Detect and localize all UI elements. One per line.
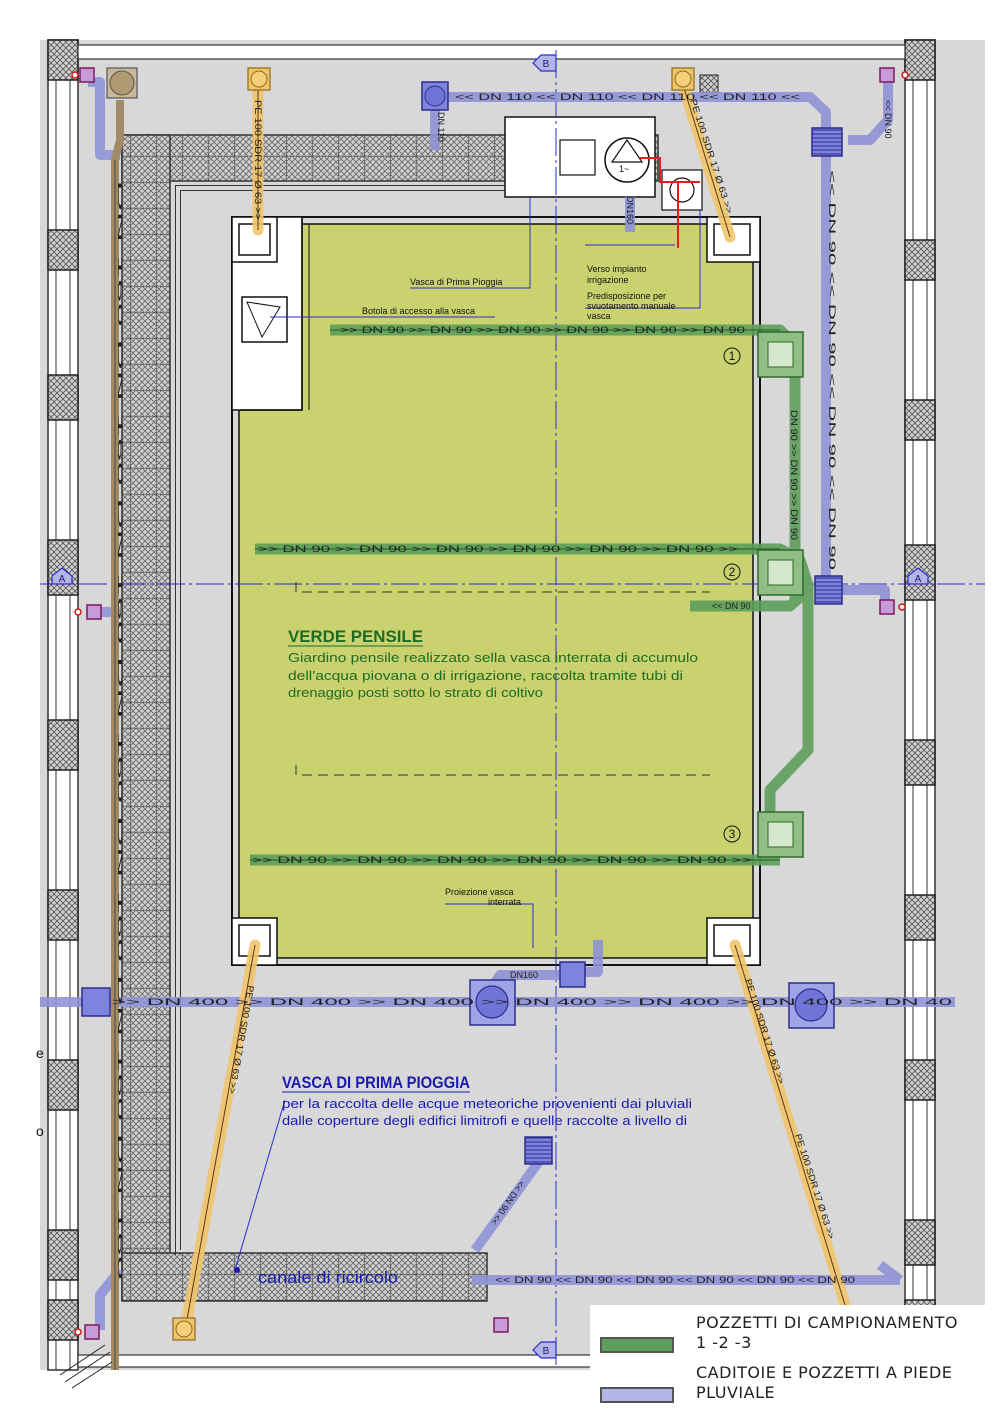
pipe-label-pe-left-top: PE 100 SDR 17 Ø 63 >> bbox=[253, 100, 263, 220]
sampling-number-3: 3 bbox=[729, 827, 736, 841]
label-predisposizione-2: svuotamento manuale bbox=[587, 301, 676, 311]
legend: POZZETTI DI CAMPIONAMENTO 1 -2 -3 CADITO… bbox=[590, 1305, 1000, 1415]
pipe-label-dn90-vertical: << DN 90 << DN 90 << DN 90 << DN 90 bbox=[827, 170, 837, 570]
canale-label-group: canale di ricircolo bbox=[234, 1267, 398, 1287]
pipe-label-dn90-short: << DN 90 bbox=[712, 601, 751, 611]
label-vasca-prima-pioggia: Vasca di Prima Pioggia bbox=[410, 277, 502, 287]
tiled-border bbox=[121, 134, 659, 1302]
pipe-label-dn90-green-vertical: DN 90 >> DN 90 >> DN 90 bbox=[789, 410, 799, 540]
verde-pensile-note: VERDE PENSILE Giardino pensile realizzat… bbox=[288, 627, 698, 700]
red-dots bbox=[71, 71, 909, 1336]
sampling-centerlines bbox=[250, 329, 780, 861]
verde-pensile-title: VERDE PENSILE bbox=[288, 627, 423, 646]
left-edge-text-2: o bbox=[36, 1123, 44, 1139]
legend-label-sampling: POZZETTI DI CAMPIONAMENTO 1 -2 -3 bbox=[696, 1313, 959, 1352]
pump-room bbox=[504, 116, 703, 211]
callout-leaders bbox=[234, 197, 701, 1271]
legend-item-downpipe: CADITOIE E POZZETTI A PIEDE PLUVIALE bbox=[590, 1363, 996, 1403]
irrigation-centerlines bbox=[185, 84, 846, 1326]
section-markers bbox=[51, 54, 929, 1359]
canale-label: canale di ricircolo bbox=[258, 1268, 398, 1287]
section-marker-a-left: A bbox=[59, 574, 66, 585]
vasca-prima-pioggia-note: VASCA DI PRIMA PIOGGIA per la raccolta d… bbox=[282, 1073, 692, 1128]
vasca-note-line-1: per la raccolta delle acque meteoriche p… bbox=[282, 1096, 692, 1111]
bottom-left-ticks bbox=[59, 1344, 113, 1389]
section-marker-labels: B B A A bbox=[59, 59, 922, 1357]
pipe-label-dn110-vertical: DN 110 bbox=[436, 112, 446, 142]
legend-item-sampling: POZZETTI DI CAMPIONAMENTO 1 -2 -3 bbox=[590, 1313, 996, 1353]
green-roof bbox=[231, 216, 761, 966]
pipe-label-dn90-row2: >> DN 90 >> DN 90 >> DN 90 >> DN 90 >> D… bbox=[258, 544, 738, 554]
label-verso-impianto-1: Verso impianto bbox=[587, 264, 647, 274]
section-marker-a-right: A bbox=[915, 574, 922, 585]
label-botola: Botola di accesso alla vasca bbox=[362, 306, 475, 316]
left-edge-text-1: e bbox=[36, 1045, 44, 1061]
pipe-label-dn110: << DN 110 << DN 110 << DN 110 << DN 110 … bbox=[455, 92, 800, 102]
section-marker-b-top: B bbox=[543, 59, 550, 70]
label-verso-impianto-2: irrigazione bbox=[587, 275, 629, 285]
legend-label-downpipe: CADITOIE E POZZETTI A PIEDE PLUVIALE bbox=[696, 1363, 953, 1402]
red-lines bbox=[640, 157, 700, 248]
blue-inspection-points bbox=[81, 81, 843, 1165]
verde-pensile-line-3: drenaggio posti sotto lo strato di colti… bbox=[288, 685, 543, 700]
legend-swatch-downpipe bbox=[600, 1387, 674, 1403]
pipe-label-dn160-left: DN 160 DN 160 DN 160 DN 160 DN 160 DN 16… bbox=[116, 180, 122, 1285]
label-predisposizione-1: Predisposizione per bbox=[587, 291, 666, 301]
annotation-labels: Vasca di Prima Pioggia Botola di accesso… bbox=[36, 164, 676, 1139]
pipe-label-dn160-pump: DN160 bbox=[625, 196, 635, 224]
label-proiezione-2: interrata bbox=[488, 897, 521, 907]
vasca-note-title: VASCA DI PRIMA PIOGGIA bbox=[282, 1073, 470, 1092]
pump-label: 1~ bbox=[619, 164, 629, 174]
vasca-note-line-2: dalle coperture degli edifici limitrofi … bbox=[282, 1113, 687, 1128]
sampling-number-1: 1 bbox=[729, 349, 736, 363]
top-wall bbox=[77, 44, 906, 94]
brown-pipe bbox=[111, 100, 124, 1370]
legend-swatch-sampling bbox=[600, 1337, 674, 1353]
left-pillars bbox=[47, 39, 79, 1341]
subdrain-lines bbox=[295, 582, 710, 776]
pipe-label-dn90-bottom: << DN 90 << DN 90 << DN 90 << DN 90 << D… bbox=[495, 1275, 855, 1285]
pipe-label-dn90-row1: >> DN 90 >> DN 90 >> DN 90 >> DN 90 >> D… bbox=[340, 325, 745, 335]
sampling-number-2: 2 bbox=[729, 565, 736, 579]
label-predisposizione-3: vasca bbox=[587, 311, 611, 321]
verde-pensile-line-2: dell'acqua piovana o di irrigazione, rac… bbox=[288, 668, 683, 683]
pipe-label-dn160-bottom: DN160 bbox=[510, 970, 538, 980]
irrigation-points bbox=[106, 67, 695, 1341]
section-marker-b-bottom: B bbox=[543, 1346, 550, 1357]
pipe-label-dn400: >> DN 400 >> DN 400 >> DN 400 >> DN 400 … bbox=[112, 997, 952, 1007]
label-proiezione-1: Proiezione vasca bbox=[445, 887, 514, 897]
sampling-manholes bbox=[757, 331, 804, 858]
sampling-point-numbers: 1 2 3 bbox=[723, 347, 741, 843]
downpipe-boxes bbox=[79, 67, 895, 1340]
pipe-label-dn90-top: << DN 90 bbox=[883, 100, 893, 139]
verde-pensile-line-1: Giardino pensile realizzato sella vasca … bbox=[288, 650, 698, 665]
pipe-label-dn90-row3: >> DN 90 >> DN 90 >> DN 90 >> DN 90 >> D… bbox=[252, 855, 752, 865]
